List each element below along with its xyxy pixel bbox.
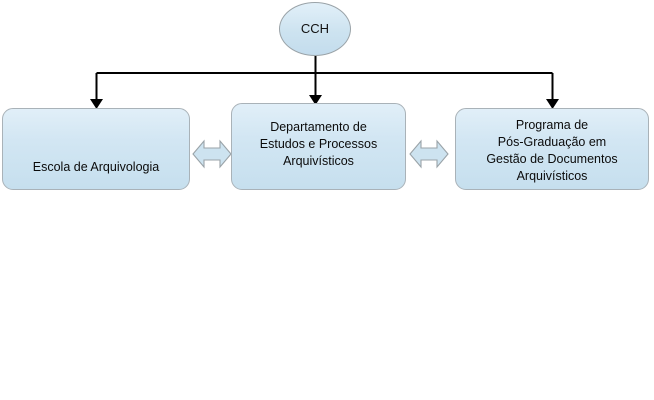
node-cch[interactable]: CCH	[279, 2, 351, 56]
bidirectional-arrow-escola-departamento[interactable]	[190, 134, 234, 174]
node-departamento-estudos-processos[interactable]: Departamento de Estudos e Processos Arqu…	[231, 103, 406, 190]
node-programa-pos-graduacao[interactable]: Programa de Pós-Graduação em Gestão de D…	[455, 108, 649, 190]
node-cch-label: CCH	[300, 20, 330, 36]
node-escola-label: Escola de Arquivologia	[32, 159, 160, 174]
bidirectional-arrow-departamento-programa[interactable]	[407, 134, 451, 174]
node-programa-label: Programa de Pós-Graduação em Gestão de D…	[486, 118, 618, 183]
double-arrow-icon	[192, 139, 232, 169]
node-departamento-label: Departamento de Estudos e Processos Arqu…	[259, 120, 378, 168]
node-escola-de-arquivologia[interactable]: Escola de Arquivologia	[2, 108, 190, 190]
double-arrow-icon	[409, 139, 449, 169]
